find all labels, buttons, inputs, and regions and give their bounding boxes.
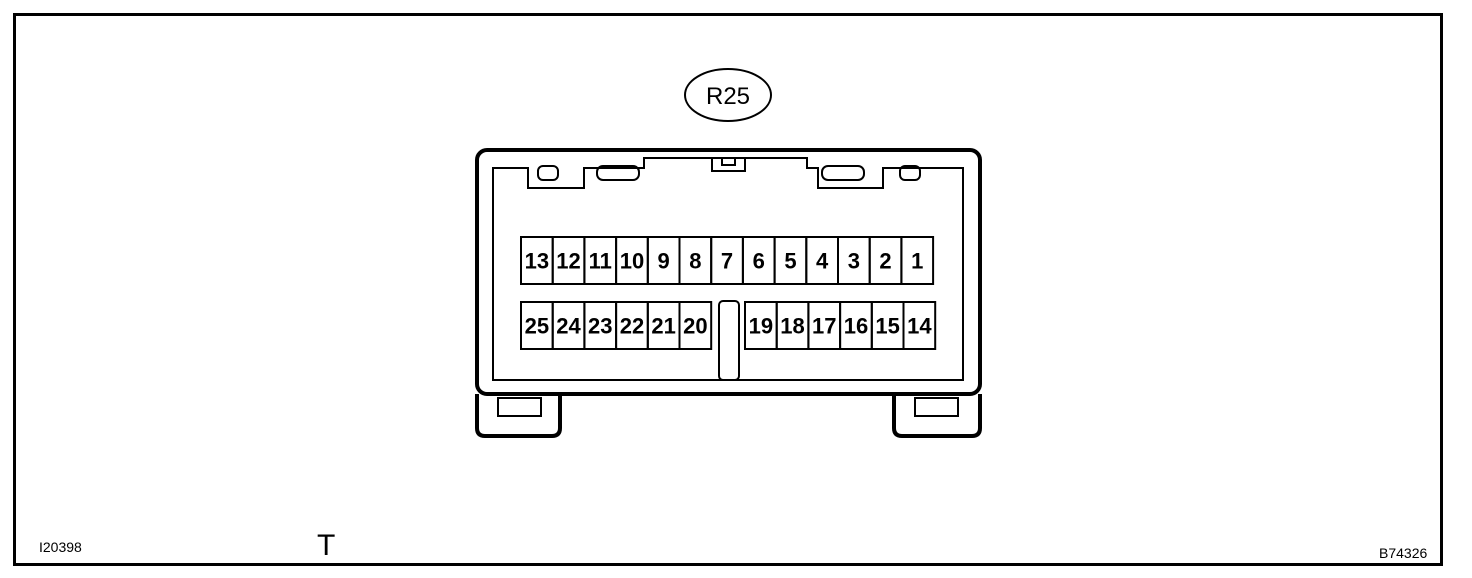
pin-cell	[902, 301, 937, 350]
pin-number: 22	[620, 314, 644, 339]
pin-number: 25	[525, 314, 549, 339]
pin-20: 20	[678, 301, 713, 350]
pin-13: 13	[520, 236, 554, 285]
latch-slot-1	[537, 165, 559, 181]
pin-8: 8	[678, 236, 713, 285]
pin-cell	[678, 301, 713, 350]
pin-number: 20	[683, 314, 707, 339]
pin-10: 10	[615, 236, 649, 285]
pin-number: 4	[816, 249, 829, 274]
pin-7: 7	[710, 236, 744, 285]
pin-number: 8	[689, 249, 701, 274]
pin-6: 6	[741, 236, 776, 285]
pin-number: 18	[780, 314, 804, 339]
mounting-foot-right	[892, 394, 982, 438]
key-notch	[711, 158, 746, 172]
pin-23: 23	[583, 301, 618, 350]
connector-label-oval	[684, 68, 772, 122]
pin-16: 16	[839, 301, 873, 350]
pin-number: 17	[812, 314, 836, 339]
pin-19: 19	[744, 301, 778, 350]
pin-number: 9	[658, 249, 670, 274]
pin-24: 24	[551, 301, 586, 350]
pin-cell	[900, 236, 935, 285]
pin-number: 3	[848, 249, 860, 274]
pin-18: 18	[775, 301, 810, 350]
view-mark: T	[317, 529, 335, 562]
pin-number: 7	[721, 249, 733, 274]
center-divider	[718, 300, 740, 381]
pin-number: 23	[588, 314, 612, 339]
pin-number: 19	[749, 314, 773, 339]
pin-12: 12	[551, 236, 586, 285]
diagram-frame	[13, 13, 1443, 566]
pin-2: 2	[868, 236, 903, 285]
pin-11: 11	[583, 236, 618, 285]
pin-number: 1	[911, 249, 923, 274]
connector-label: R25	[706, 83, 750, 110]
pin-number: 2	[879, 249, 891, 274]
foot-slot-left	[497, 397, 542, 417]
pin-3: 3	[837, 236, 871, 285]
pin-number: 13	[525, 249, 549, 274]
pin-21: 21	[646, 301, 681, 350]
figure-code-left: I20398	[39, 539, 82, 555]
latch-slot-4	[899, 165, 921, 181]
pin-number: 5	[784, 249, 796, 274]
pin-15: 15	[870, 301, 905, 350]
pin-4: 4	[805, 236, 839, 285]
pin-5: 5	[773, 236, 808, 285]
pin-number: 10	[620, 249, 644, 274]
pin-number: 6	[753, 249, 765, 274]
pin-25: 25	[520, 301, 554, 350]
pin-number: 16	[844, 314, 868, 339]
pin-number: 11	[589, 249, 612, 274]
connector-housing	[475, 148, 982, 396]
pin-number: 21	[651, 314, 675, 339]
pin-9: 9	[646, 236, 681, 285]
pin-number: 14	[907, 314, 932, 339]
pin-number: 12	[556, 249, 580, 274]
latch-slot-2	[596, 165, 640, 181]
latch-slot-3	[821, 165, 865, 181]
figure-code-right: B74326	[1379, 545, 1427, 561]
pin-number: 24	[556, 314, 581, 339]
connector-inner-outline	[492, 157, 964, 381]
pin-22: 22	[615, 301, 649, 350]
pin-number: 15	[875, 314, 899, 339]
pin-17: 17	[807, 301, 842, 350]
pin-14: 14	[902, 301, 937, 350]
foot-slot-right	[914, 397, 959, 417]
mounting-foot-left	[475, 394, 562, 438]
pin-1: 1	[900, 236, 935, 285]
